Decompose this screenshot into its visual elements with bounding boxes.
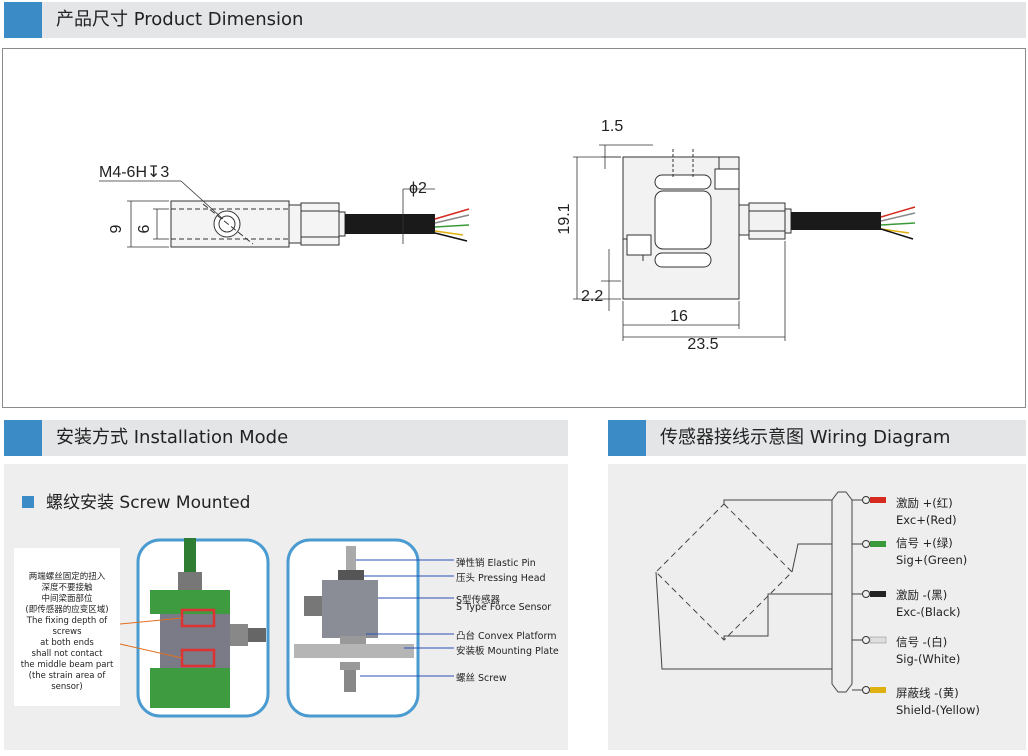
dim-cable-label: ϕ2	[409, 180, 427, 197]
wiring-panel	[608, 464, 1026, 750]
installation-illustration	[119, 538, 454, 718]
wire-path-sig-minus	[655, 571, 832, 670]
header-accent-block	[4, 420, 42, 456]
part-label-convex-platform: 凸台 Convex Platform	[456, 631, 557, 642]
wire-label-en: Sig-(White)	[896, 652, 961, 666]
side-connector	[300, 202, 340, 246]
wire-label-shield: 屏蔽线 -(黄) Shield-(Yellow)	[896, 685, 980, 719]
front-dimensions	[573, 144, 786, 341]
dim-top-gap-label: 1.5	[601, 118, 623, 135]
front-cable	[791, 206, 916, 240]
screw-depth-callout: 两端螺丝固定的扭入 深度不要接触 中间梁面部位 (即传感器的应变区域) The …	[14, 548, 120, 706]
dim-thread-label: M4-6H↧3	[99, 164, 169, 181]
wire-label-cn: 信号 -(白)	[896, 635, 948, 649]
sensor-mounted	[294, 546, 414, 692]
dim-9-label: 9	[108, 224, 125, 233]
section-title: 产品尺寸 Product Dimension	[56, 9, 304, 30]
dim-height-label: 19.1	[556, 203, 573, 234]
side-nut	[288, 204, 302, 244]
wiring-schematic	[655, 491, 887, 694]
installation-subtitle-text: 螺纹安装 Screw Mounted	[46, 493, 251, 513]
part-label-s-sensor-cn: S型传感器	[456, 595, 501, 606]
bridge-diamond	[655, 503, 793, 641]
part-leader-lines	[356, 559, 454, 677]
section-header-product-dimension: 产品尺寸 Product Dimension	[4, 2, 1026, 38]
wire-terminals	[862, 496, 887, 694]
wire-path-sig-plus	[791, 543, 832, 573]
front-view	[622, 149, 792, 300]
cable-bundle	[831, 491, 853, 693]
wire-label-en: Exc+(Red)	[896, 513, 957, 527]
dimension-drawing: M4-6H↧3 9 6 ϕ2 1.5 19.1 2.2 16 23.5	[99, 118, 916, 353]
front-connector	[748, 202, 786, 240]
dimension-drawing-panel: M4-6H↧3 9 6 ϕ2 1.5 19.1 2.2 16 23.5	[2, 48, 1026, 408]
wire-label-en: Sig+(Green)	[896, 553, 968, 567]
wire-label-sig-minus: 信号 -(白) Sig-(White)	[896, 634, 960, 668]
dim-width235-label: 23.5	[687, 336, 718, 353]
side-dimensions	[99, 180, 435, 248]
wire-red-tip	[870, 497, 886, 503]
installation-subtitle: 螺纹安装 Screw Mounted	[22, 488, 250, 513]
wire-label-en: Exc-(Black)	[896, 605, 961, 619]
wire-label-cn: 激励 -(黑)	[896, 588, 948, 602]
wire-yellow-tip	[870, 687, 886, 693]
wire-label-cn: 信号 +(绿)	[896, 536, 953, 550]
wire-path-exc-minus	[723, 593, 832, 640]
section-title: 传感器接线示意图 Wiring Diagram	[660, 427, 951, 448]
wire-label-exc-minus: 激励 -(黑) Exc-(Black)	[896, 587, 960, 621]
wire-black-tip	[870, 591, 886, 597]
section-title: 安装方式 Installation Mode	[56, 427, 289, 448]
wire-green-tip	[870, 541, 886, 547]
side-cable	[345, 208, 470, 242]
part-label-screw: 螺丝 Screw	[456, 673, 507, 684]
wire-label-sig-plus: 信号 +(绿) Sig+(Green)	[896, 535, 967, 569]
part-label-elastic-pin: 弹性销 Elastic Pin	[456, 558, 536, 569]
wire-label-en: Shield-(Yellow)	[896, 703, 980, 717]
part-label-s-sensor-en: S Type Force Sensor	[456, 602, 552, 613]
wire-path-exc-plus	[723, 499, 832, 504]
dim-bottom-gap-label: 2.2	[581, 288, 603, 305]
bullet-square-icon	[22, 496, 34, 508]
sensor-with-brackets	[150, 538, 266, 708]
wire-white-tip	[869, 636, 887, 644]
header-accent-block	[608, 420, 646, 456]
section-header-installation: 安装方式 Installation Mode	[4, 420, 568, 456]
wire-label-cn: 激励 +(红)	[896, 496, 953, 510]
wire-label-cn: 屏蔽线 -(黄)	[896, 686, 959, 700]
part-label-mounting-plate: 安装板 Mounting Plate	[456, 646, 559, 657]
callout-en: The fixing depth of screws at both ends …	[20, 616, 114, 692]
dim-6-label: 6	[136, 224, 153, 233]
wire-label-exc-plus: 激励 +(红) Exc+(Red)	[896, 495, 957, 529]
part-label-pressing-head: 压头 Pressing Head	[456, 573, 546, 584]
callout-cn: 两端螺丝固定的扭入 深度不要接触 中间梁面部位 (即传感器的应变区域)	[25, 572, 109, 615]
front-nut	[738, 204, 750, 236]
side-view	[170, 200, 346, 248]
dim-width16-label: 16	[670, 308, 688, 325]
header-accent-block	[4, 2, 42, 38]
section-header-wiring: 传感器接线示意图 Wiring Diagram	[608, 420, 1026, 456]
